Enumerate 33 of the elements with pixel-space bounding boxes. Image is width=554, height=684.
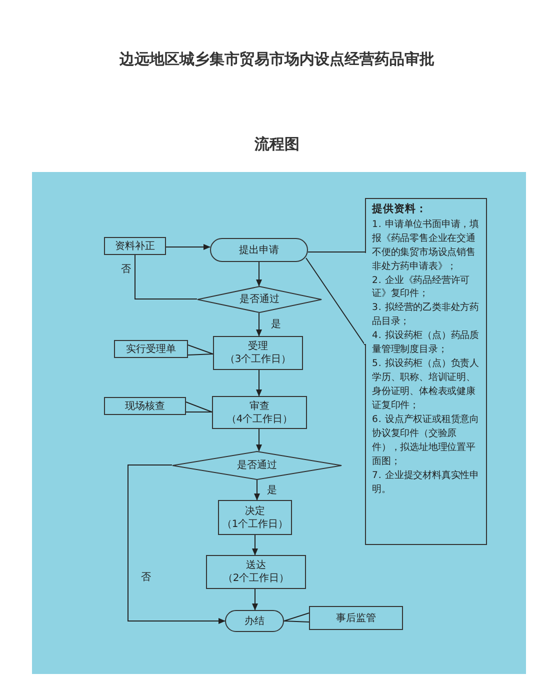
supplement-box: 资料补正 [104,237,166,255]
callout-pointer [284,612,310,622]
edge-label: 否 [140,570,152,584]
arrow [256,312,262,336]
arrow [256,370,262,396]
callout-pointer [186,402,212,412]
arrow [128,464,226,624]
process-box: 决定 （1个工作日） [218,500,292,535]
edge-label: 否 [120,262,132,276]
decision-diamond: 是否通过 [197,286,322,313]
decision-diamond: 是否通过 [172,451,342,480]
process-box: 审查 （4个工作日） [212,396,307,429]
arrow [254,480,260,500]
process-box: 送达 （2个工作日） [206,555,306,589]
callout-pointer [306,252,366,346]
arrow [252,534,258,556]
materials-panel: 提供资料： 1. 申请单位书面申请，填报《药品零售企业在交通不便的集贸市场设点销售非处方药申请表》； 2. 企业《药品经营许可证》复印件； 3. 拟经营的乙类非处方药品目录； 4. 拟设药柜（点）药品质量管理制度目录； 5. 拟设药柜（点）负责人学历、职称、培训证明、身份证明、体检表或健康证复印件； 6. 设点产权证或租赁意向协议复印件（交验原件），拟选址地理位置平面图； 7. 企业提交材料真实性申明。 [365,198,487,545]
connector-line [134,254,198,300]
edge-label: 是 [270,317,282,331]
arrow [256,428,262,452]
end-terminal: 办结 [225,610,284,632]
subtitle: 流程图 [254,135,300,155]
arrow [252,588,258,610]
arrow [256,262,262,286]
title: 边远地区城乡集市贸易市场内设点经营药品审批 [118,50,436,70]
callout-pointer [188,344,214,356]
arrow [166,244,210,250]
edge-label: 是 [266,483,278,497]
note-box: 现场核查 [104,397,186,415]
note-box: 实行受理单 [114,340,188,358]
note-box: 事后监管 [309,606,403,630]
start-terminal: 提出申请 [210,238,308,262]
process-box: 受理 （3个工作日） [213,336,303,370]
